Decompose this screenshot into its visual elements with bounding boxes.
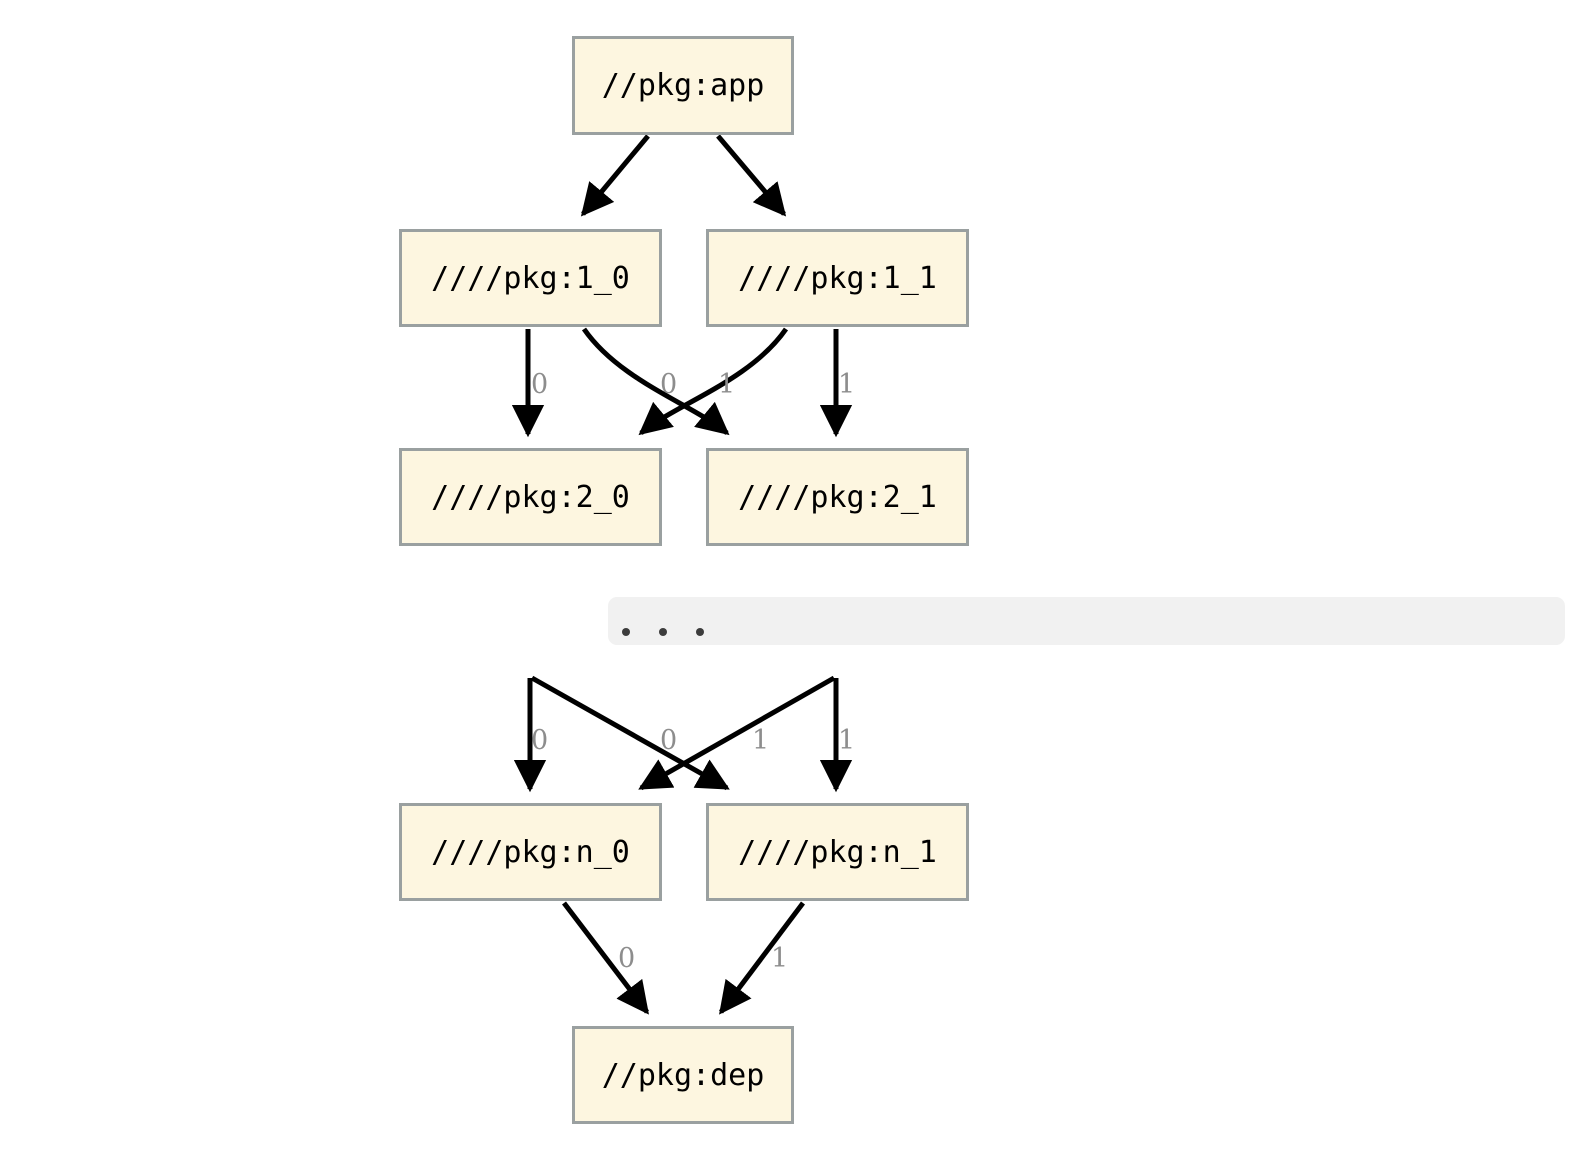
edge-label-1_1-2_1: 1 bbox=[838, 369, 856, 400]
edge-label-n_1-dep: 1 bbox=[771, 943, 789, 974]
edge-label-above-n_1-cross: 0 bbox=[660, 725, 678, 756]
edge-label-above-n_1: 1 bbox=[838, 725, 856, 756]
edge-label-1_0-2_1: 0 bbox=[660, 369, 678, 400]
edge-1_1-to-2_0 bbox=[638, 327, 789, 436]
node-pkg-2_1[interactable]: ////pkg:2_1 bbox=[706, 448, 969, 546]
ellipsis-dot-3 bbox=[696, 628, 704, 636]
node-pkg-1_0-label: ////pkg:1_0 bbox=[431, 260, 630, 296]
node-dep[interactable]: //pkg:dep bbox=[572, 1026, 794, 1124]
node-pkg-1_1[interactable]: ////pkg:1_1 bbox=[706, 229, 969, 327]
node-pkg-1_0[interactable]: ////pkg:1_0 bbox=[399, 229, 662, 327]
ellipsis-dot-1 bbox=[622, 628, 630, 636]
node-pkg-n_0[interactable]: ////pkg:n_0 bbox=[399, 803, 662, 901]
node-app[interactable]: //pkg:app bbox=[572, 36, 794, 135]
node-pkg-1_1-label: ////pkg:1_1 bbox=[738, 260, 937, 296]
node-pkg-n_0-label: ////pkg:n_0 bbox=[431, 834, 630, 870]
node-pkg-2_0-label: ////pkg:2_0 bbox=[431, 479, 630, 515]
node-pkg-2_1-label: ////pkg:2_1 bbox=[738, 479, 937, 515]
edge-1_0-to-2_1 bbox=[581, 327, 730, 436]
edge-label-1_1-2_0: 1 bbox=[718, 369, 736, 400]
edge-label-above-n_0-cross: 1 bbox=[752, 725, 770, 756]
edge-label-above-n_0: 0 bbox=[531, 725, 549, 756]
edge-n_1-to-dep bbox=[719, 901, 805, 1015]
edge-above-to-n_0-cross bbox=[638, 675, 836, 791]
edge-n_0-to-dep bbox=[562, 901, 649, 1015]
ellipsis-dot-2 bbox=[659, 628, 667, 636]
edge-app-to-1_0 bbox=[580, 134, 650, 217]
edge-above-to-n_1-cross bbox=[530, 675, 730, 791]
node-app-label: //pkg:app bbox=[601, 68, 765, 103]
elision-band bbox=[608, 597, 1565, 645]
edge-label-n_0-dep: 0 bbox=[618, 943, 636, 974]
node-pkg-n_1-label: ////pkg:n_1 bbox=[738, 834, 937, 870]
edge-app-to-1_1 bbox=[716, 134, 787, 217]
node-dep-label: //pkg:dep bbox=[601, 1057, 765, 1093]
node-pkg-n_1[interactable]: ////pkg:n_1 bbox=[706, 803, 969, 901]
edge-label-1_0-2_0: 0 bbox=[531, 369, 549, 400]
node-pkg-2_0[interactable]: ////pkg:2_0 bbox=[399, 448, 662, 546]
